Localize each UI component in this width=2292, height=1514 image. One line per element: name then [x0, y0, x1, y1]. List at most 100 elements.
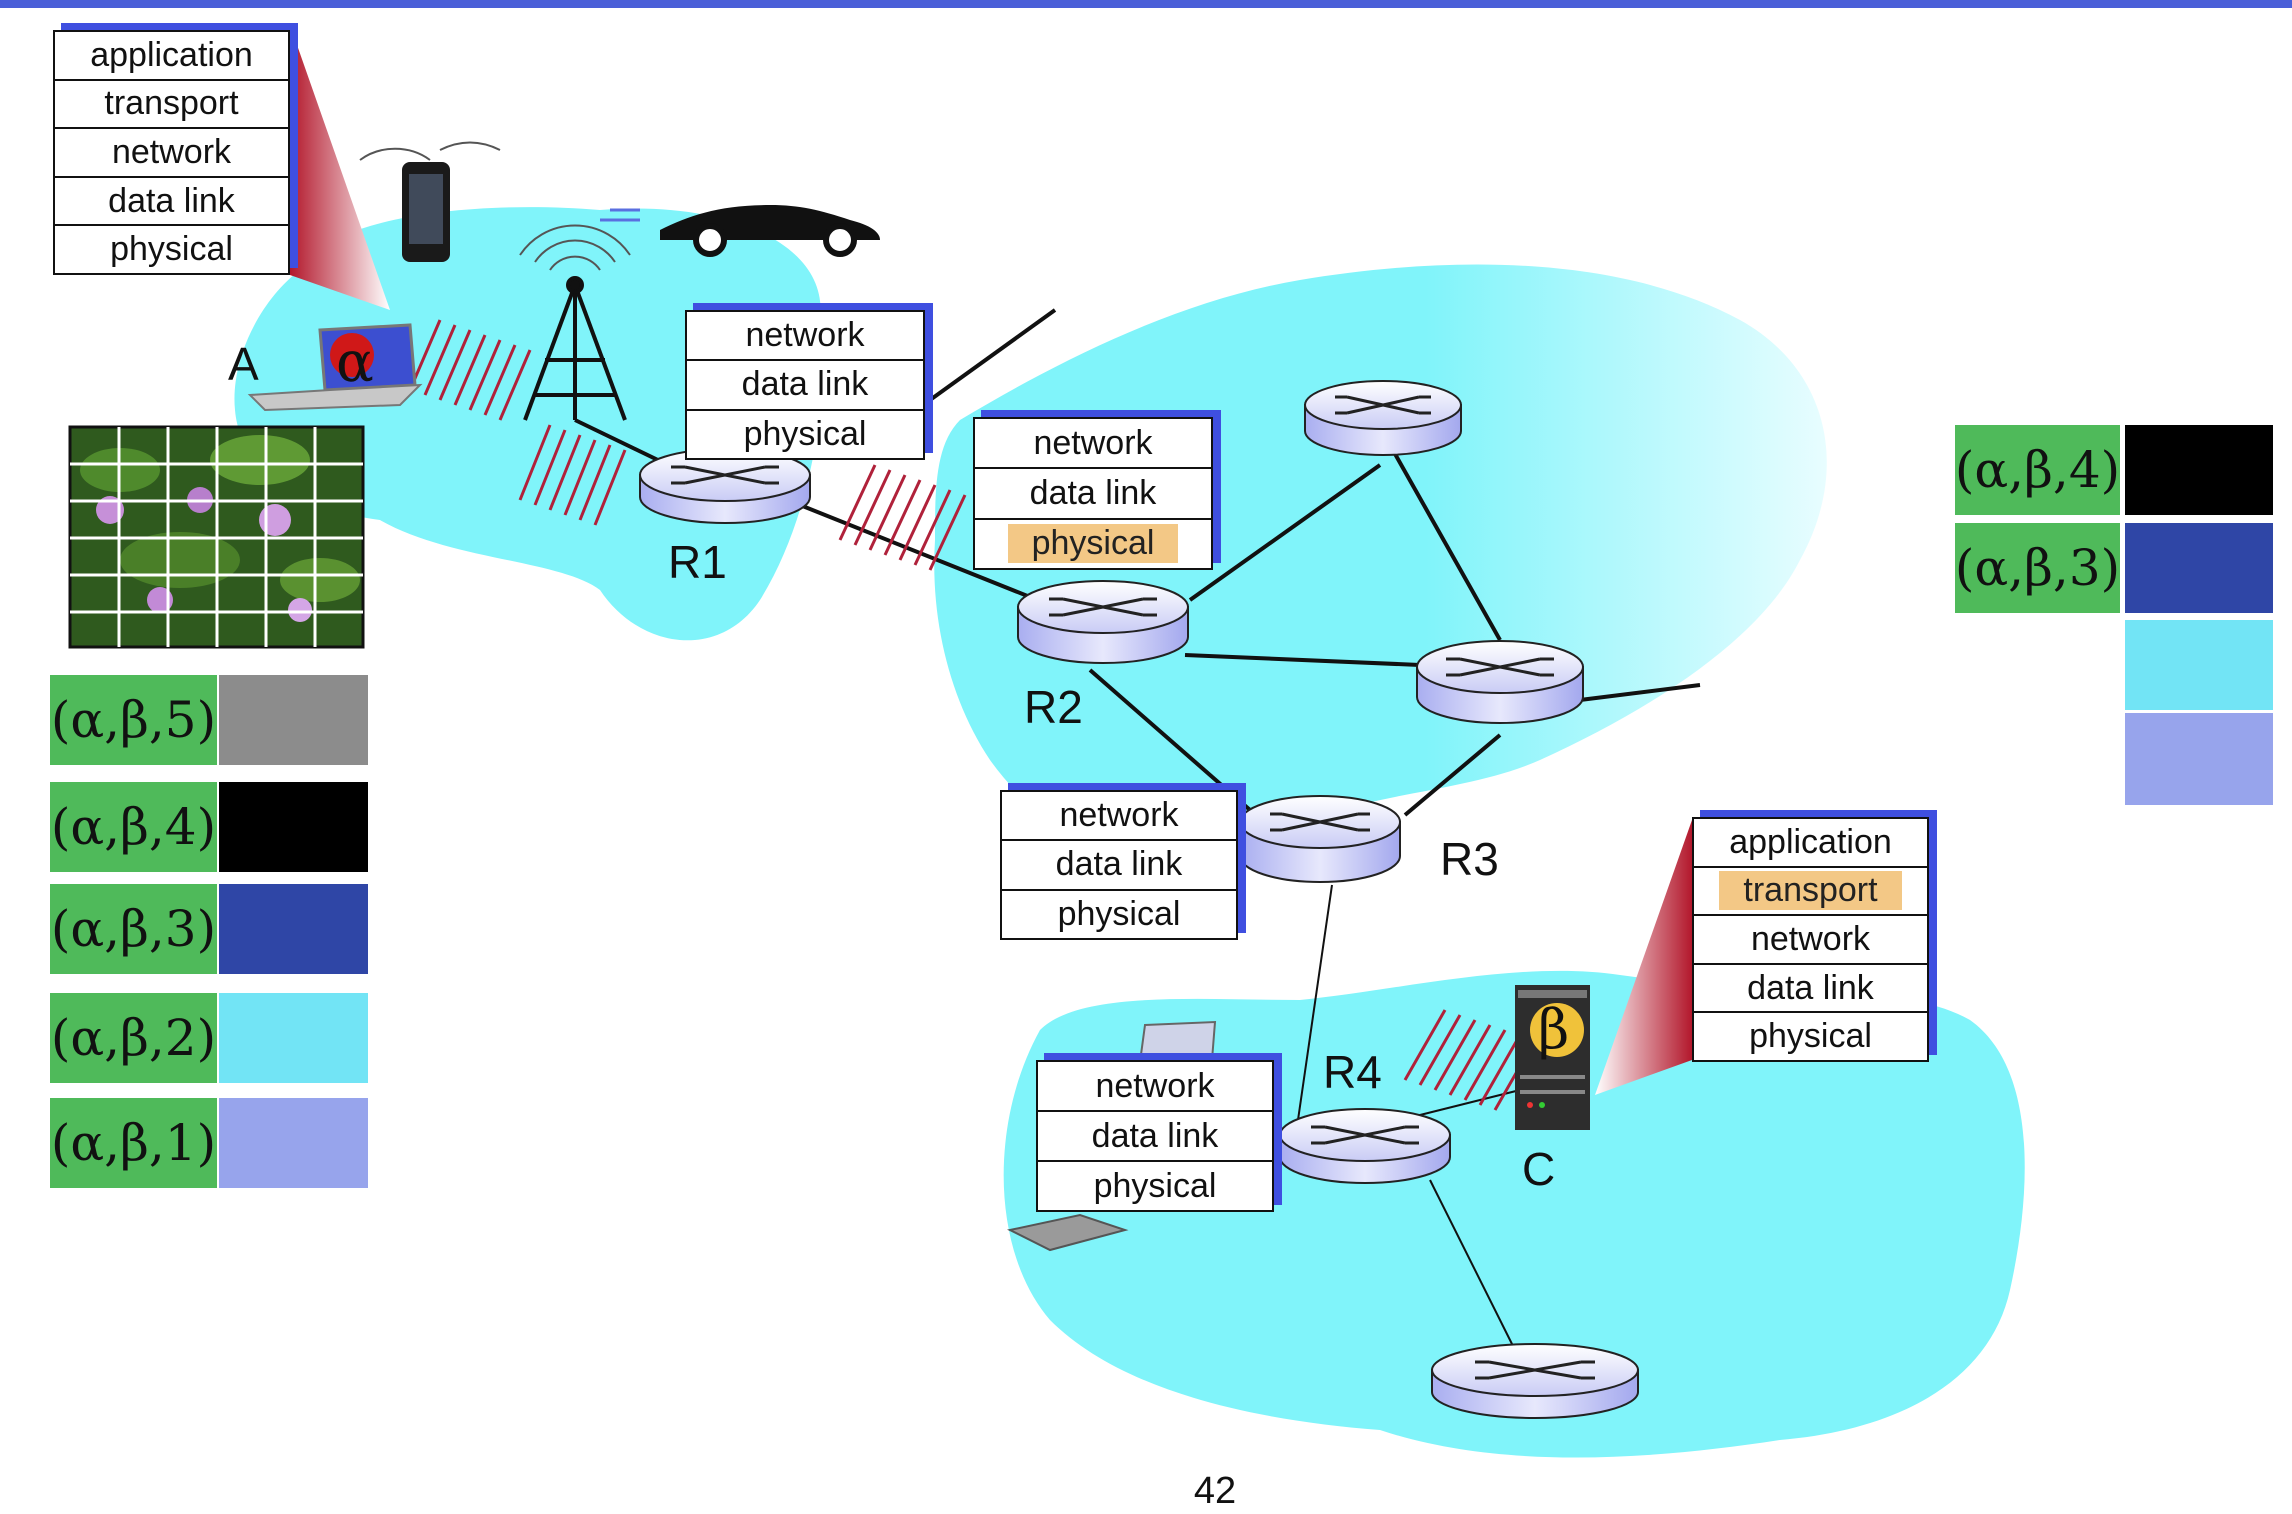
smartphone-icon [359, 141, 501, 262]
router-r2-label: R2 [1024, 681, 1083, 733]
left-packet-tag-4: (α,β,4) [50, 782, 217, 872]
right-packet-swatch-2 [2125, 620, 2273, 710]
stack-box: network data link physical [1036, 1060, 1274, 1212]
layer-network: network [1694, 914, 1927, 963]
layer-label: data link [1055, 845, 1183, 884]
left-packet-swatch-2 [219, 993, 368, 1083]
left-packet-tag-2: (α,β,2) [50, 993, 217, 1083]
layer-label: physical [1749, 1017, 1872, 1056]
layer-label: data link [741, 365, 869, 404]
layer-label: application [90, 35, 253, 74]
host-c-stack-funnel [1595, 820, 1692, 1095]
layer-network: network [1038, 1062, 1272, 1110]
right-packet-swatch-4 [2125, 425, 2273, 515]
router-r3-protocol-stack: network data link physical [1000, 783, 1246, 940]
stack-box: network data link physical [973, 417, 1213, 570]
mobile-network-cloud [234, 207, 823, 641]
layer-network: network [55, 127, 288, 176]
router-top-icon [1304, 380, 1462, 456]
layer-data-link: data link [975, 467, 1211, 517]
wireless-signal-waves [408, 319, 1537, 1111]
host-c-protocol-stack: application transport network data link … [1692, 810, 1937, 1062]
layer-label: physical [1093, 1166, 1217, 1205]
layer-label: network [1059, 796, 1179, 835]
left-packet-swatch-5 [219, 675, 368, 765]
layer-label: network [111, 132, 232, 171]
router-r2-protocol-stack: network data link physical [973, 410, 1221, 570]
right-packet-tag-4: (α,β,4) [1955, 425, 2120, 515]
layer-transport-highlighted: transport [1694, 865, 1927, 915]
layer-application: application [55, 32, 288, 79]
right-packet-tag-3: (α,β,3) [1955, 523, 2120, 613]
layer-transport: transport [55, 78, 288, 128]
layer-data-link: data link [1038, 1110, 1272, 1160]
layer-application: application [1694, 819, 1927, 866]
layer-network: network [975, 419, 1211, 467]
left-packet-tag-3: (α,β,3) [50, 884, 217, 974]
layer-data-link: data link [1002, 839, 1236, 888]
right-packet-swatch-3 [2125, 523, 2273, 613]
left-packet-swatch-3 [219, 884, 368, 974]
left-packet-swatch-4 [219, 782, 368, 872]
right-packet-swatch-1 [2125, 713, 2273, 805]
left-packet-tag-1: (α,β,1) [50, 1098, 217, 1188]
host-a-symbol: α [336, 330, 374, 395]
router-r1-protocol-stack: network data link physical [685, 303, 933, 460]
page-number: 42 [1193, 1470, 1237, 1512]
router-r1-icon [639, 448, 811, 524]
router-r2-icon [1017, 580, 1189, 664]
layer-label: physical [743, 414, 867, 453]
video-frame-image [68, 425, 365, 649]
host-a-label: A [228, 338, 259, 390]
layer-label: physical [1007, 524, 1179, 564]
left-packet-tag-5: (α,β,5) [50, 675, 217, 765]
layer-label: data link [1747, 968, 1874, 1007]
layer-data-link: data link [55, 175, 288, 225]
router-right-icon [1416, 640, 1584, 724]
layer-label: data link [108, 181, 235, 220]
router-r4-label: R4 [1323, 1046, 1382, 1098]
layer-label: network [1750, 919, 1871, 958]
car-icon [600, 205, 880, 257]
host-a-stack-funnel [290, 25, 390, 310]
layer-network: network [1002, 792, 1236, 839]
layer-physical-highlighted: physical [975, 517, 1211, 568]
server-icon [1515, 985, 1590, 1130]
layer-label: physical [110, 230, 233, 269]
layer-physical: physical [1002, 888, 1236, 938]
top-accent-bar [0, 0, 2292, 8]
layer-label: physical [1057, 894, 1181, 933]
layer-physical: physical [1694, 1011, 1927, 1060]
layer-physical: physical [1038, 1160, 1272, 1210]
layer-network: network [687, 312, 923, 359]
stack-box: network data link physical [1000, 790, 1238, 940]
layer-label: transport [1719, 871, 1902, 911]
router-r3-label: R3 [1440, 833, 1499, 885]
router-r1-label: R1 [668, 536, 727, 588]
router-r3-icon [1239, 795, 1401, 883]
left-packet-swatch-1 [219, 1098, 368, 1188]
laptop-icon [247, 323, 423, 412]
router-bottom-icon [1431, 1343, 1639, 1419]
desktop-computer-icon [1007, 1020, 1217, 1252]
layer-physical: physical [687, 408, 923, 458]
host-c-symbol: β [1538, 998, 1570, 1061]
layer-label: network [745, 316, 865, 355]
host-a-protocol-stack: application transport network data link … [53, 23, 298, 275]
layer-label: data link [1091, 1116, 1219, 1155]
layer-label: transport [104, 84, 239, 123]
layer-label: network [1095, 1066, 1215, 1105]
layer-data-link: data link [1694, 962, 1927, 1012]
layer-label: application [1729, 822, 1892, 861]
host-c-label: C [1522, 1143, 1556, 1195]
stack-box: network data link physical [685, 310, 925, 460]
layer-label: data link [1029, 473, 1157, 512]
layer-physical: physical [55, 224, 288, 273]
cell-tower-icon [519, 224, 631, 421]
stack-box: application transport network data link … [1692, 817, 1929, 1062]
router-r4-icon [1279, 1108, 1451, 1184]
layer-label: network [1033, 423, 1153, 462]
router-r4-protocol-stack: network data link physical [1036, 1053, 1282, 1212]
stack-box: application transport network data link … [53, 30, 290, 275]
layer-data-link: data link [687, 359, 923, 408]
